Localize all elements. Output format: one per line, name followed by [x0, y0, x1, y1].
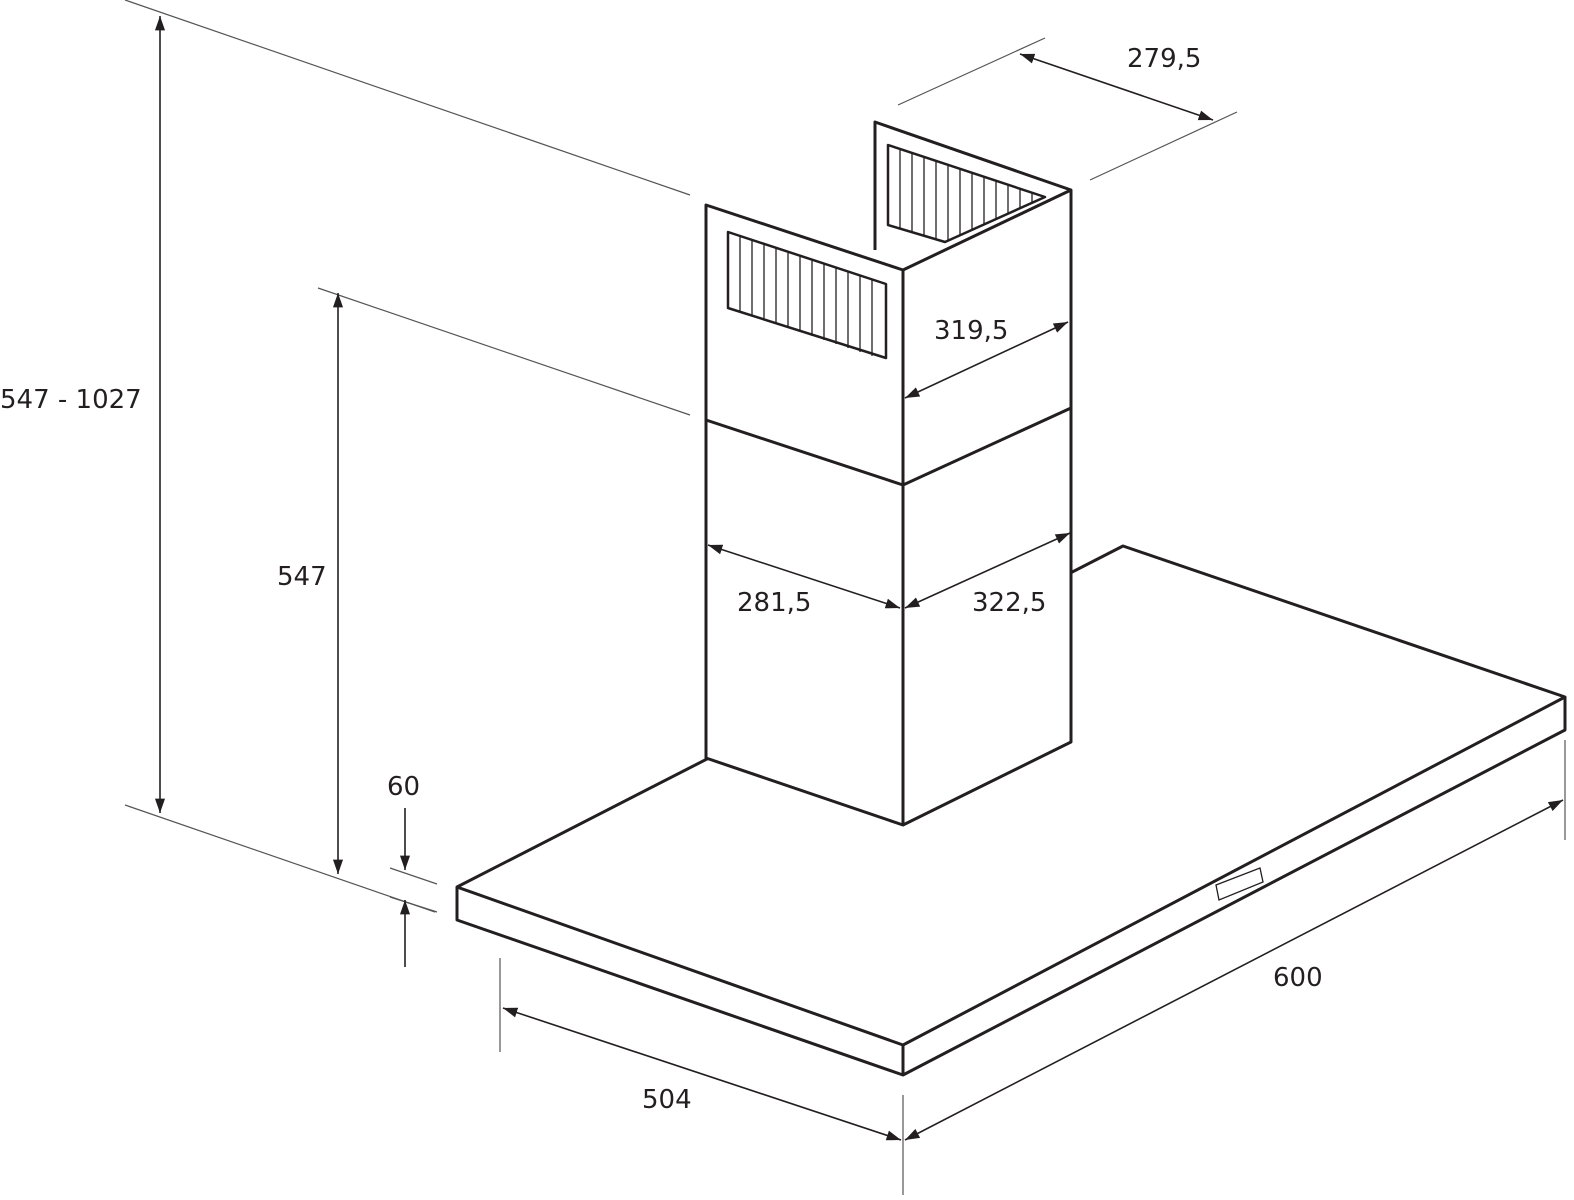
depth-dimension — [502, 1007, 902, 1141]
lower-depth-dimension — [707, 544, 901, 609]
label-width: 600 — [1273, 963, 1323, 993]
upper-depth-dimension — [1019, 53, 1214, 121]
dimension-lines — [154, 15, 1564, 1141]
width-dimension — [904, 799, 1564, 1141]
control-panel — [1215, 867, 1264, 901]
extension-lines — [124, 0, 1566, 1195]
front-vent-grille — [726, 230, 888, 360]
upper-width-dimension — [904, 321, 1069, 399]
label-total-height: 547 - 1027 — [0, 385, 142, 415]
rear-vent-grille — [886, 143, 1047, 244]
chimney — [704, 120, 1073, 827]
label-lower-width: 322,5 — [972, 588, 1046, 618]
dimension-labels: 547 - 1027 547 60 504 600 279,5 319,5 28… — [0, 44, 1323, 1115]
label-upper-depth: 279,5 — [1127, 44, 1201, 74]
label-lower-depth: 281,5 — [737, 588, 811, 618]
label-thickness: 60 — [387, 772, 420, 802]
label-upper-width: 319,5 — [934, 316, 1008, 346]
lower-width-dimension — [904, 532, 1071, 609]
label-depth: 504 — [642, 1085, 692, 1115]
label-chimney-height: 547 — [277, 562, 327, 592]
